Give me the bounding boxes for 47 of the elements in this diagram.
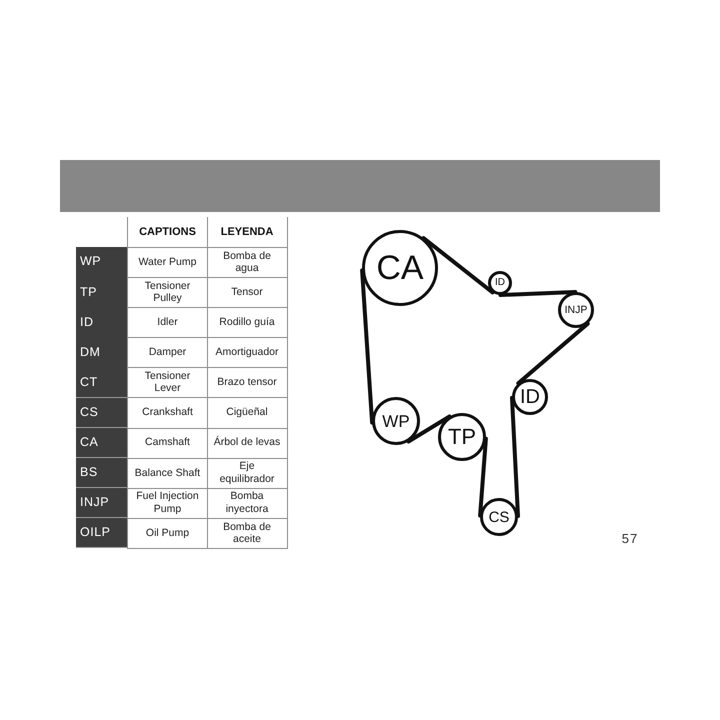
row-code: OILP [76,518,127,548]
column-header: CAPTIONS [127,217,208,248]
caption-cell: Balance Shaft [127,458,208,489]
belt-segment [510,396,520,518]
pulley: CA [362,230,438,306]
caption-cell: Tensioner Pulley [127,277,208,308]
row-code: CS [76,398,127,428]
pulley: ID [488,271,512,295]
page-number: 57 [620,531,640,548]
belt-segment [516,322,590,386]
row-code: WP [76,247,127,278]
translation-cell: Bomba de agua [207,247,288,278]
caption-cell: Damper [127,337,208,368]
translation-cell: Amortiguador [207,337,288,368]
caption-cell: Water Pump [127,247,208,278]
belt-segment [406,414,452,444]
belt-segment [422,236,495,294]
caption-cell: Crankshaft [127,398,208,429]
translation-cell: Eje equilibrador [207,458,288,489]
translation-cell: Árbol de levas [207,428,288,459]
translation-cell: Bomba de aceite [207,518,288,549]
pulley: INJP [558,292,594,328]
caption-cell: Camshaft [127,428,208,459]
row-code: CA [76,428,127,458]
row-code: INJP [76,488,127,518]
caption-cell: Oil Pump [127,518,208,549]
caption-cell: Fuel Injection Pump [127,488,208,519]
pulley: TP [438,413,486,461]
pulley: WP [372,397,420,445]
row-code: CT [76,367,127,398]
row-code: ID [76,307,127,338]
caption-cell: Idler [127,307,208,338]
pulley: ID [512,379,548,415]
row-code: BS [76,458,127,488]
translation-cell: Tensor [207,277,288,308]
row-code: TP [76,277,127,308]
translation-cell: Bomba inyectora [207,488,288,519]
translation-cell: Rodillo guía [207,307,288,338]
row-code: DM [76,337,127,368]
translation-cell: Cigüeñal [207,398,288,429]
belt-segment [498,290,578,297]
caption-cell: Tensioner Lever [127,367,208,398]
column-header: LEYENDA [207,217,288,248]
belt-segment [478,436,488,518]
belt-segment [360,268,374,425]
translation-cell: Brazo tensor [207,367,288,398]
pulley: CS [480,498,518,536]
